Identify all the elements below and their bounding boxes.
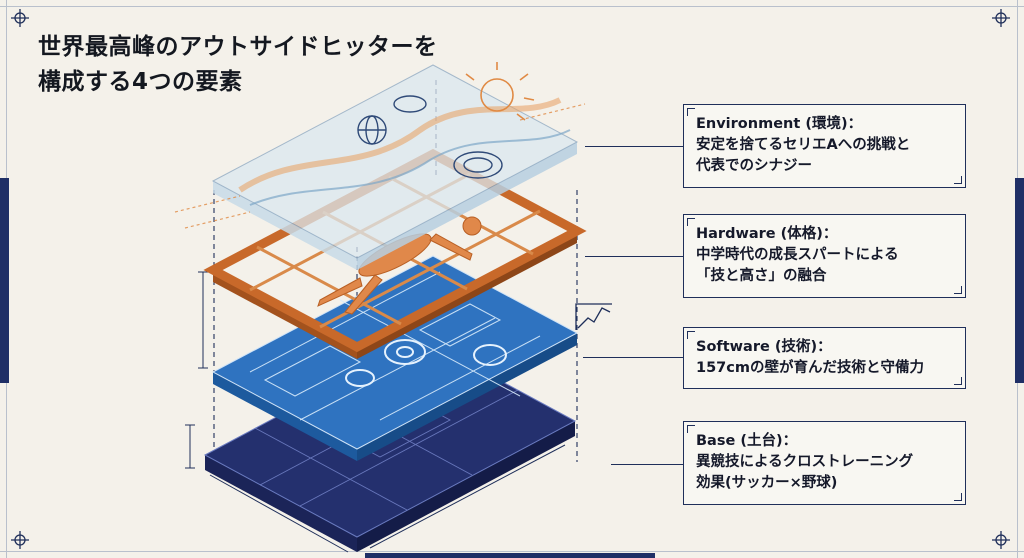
- edge-bar-bottom: [365, 553, 655, 558]
- globe-icon: [357, 115, 387, 145]
- leader-line-environment: [585, 146, 683, 147]
- edge-bar-right: [1015, 178, 1024, 383]
- registration-mark-icon: [11, 531, 29, 549]
- dimension-marks: [185, 271, 566, 553]
- hardware-layer: [203, 148, 587, 359]
- callout-software: Software (技術)： 157cmの壁が育んだ技術と守備力: [683, 327, 966, 389]
- callout-environment: Environment (環境)： 安定を捨てるセリエAへの挑戦と 代表でのシナ…: [683, 104, 966, 188]
- callout-heading: Hardware (体格)：: [696, 226, 838, 242]
- frame-line-top: [0, 6, 1024, 7]
- callout-text: 代表でのシナジー: [696, 158, 812, 174]
- software-layer: [211, 255, 612, 461]
- line-chart-icon: [575, 303, 612, 330]
- title-line-1: 世界最高峰のアウトサイドヒッターを: [38, 34, 438, 60]
- callout-text: 157cmの壁が育んだ技術と守備力: [696, 360, 924, 376]
- stadium-icon: [393, 95, 503, 179]
- registration-mark-icon: [992, 531, 1010, 549]
- leader-line-hardware: [585, 256, 683, 257]
- leader-line-base: [611, 464, 683, 465]
- callout-hardware: Hardware (体格)： 中学時代の成長スパートによる 「技と高さ」の融合: [683, 214, 966, 298]
- callout-base: Base (土台)： 異競技によるクロストレーニング 効果(サッカー×野球): [683, 421, 966, 505]
- edge-bar-left: [0, 178, 9, 383]
- callout-text: 「技と高さ」の融合: [696, 268, 827, 284]
- muscle-figure-icon: [317, 216, 482, 315]
- gear-icon: [345, 339, 507, 387]
- callout-text: 安定を捨てるセリエAへの挑戦と: [696, 137, 911, 153]
- registration-mark-icon: [11, 9, 29, 27]
- leader-line-software: [583, 357, 683, 358]
- registration-mark-icon: [992, 9, 1010, 27]
- callout-heading: Software (技術)：: [696, 339, 832, 355]
- callout-text: 効果(サッカー×野球): [696, 475, 838, 491]
- page-title: 世界最高峰のアウトサイドヒッターを 構成する4つの要素: [38, 30, 438, 100]
- callout-text: 異競技によるクロストレーニング: [696, 454, 914, 470]
- callout-heading: Environment (環境)：: [696, 116, 863, 132]
- title-line-2: 構成する4つの要素: [38, 69, 243, 95]
- sun-icon: [465, 62, 535, 121]
- frame-line-bottom: [0, 551, 1024, 552]
- callout-text: 中学時代の成長スパートによる: [696, 247, 899, 263]
- environment-layer: [174, 62, 586, 270]
- callout-heading: Base (土台)：: [696, 433, 798, 449]
